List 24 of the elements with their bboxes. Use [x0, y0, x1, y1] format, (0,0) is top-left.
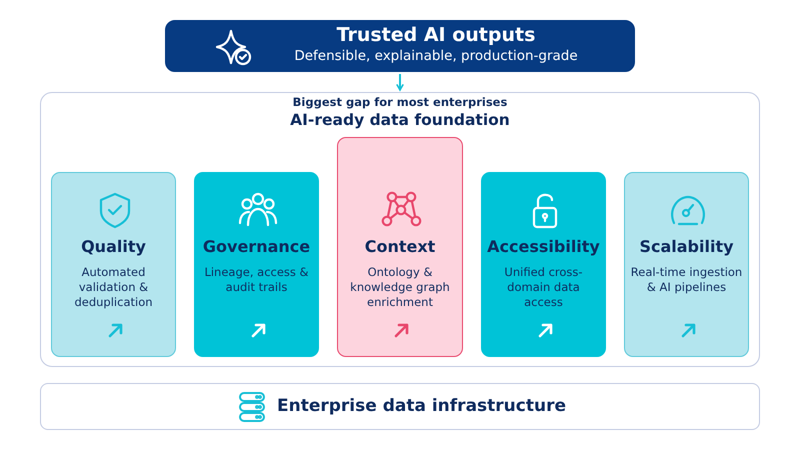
pillar-card [337, 137, 463, 357]
pillar-title: Accessibility [486, 237, 601, 256]
pillar-title: Quality [80, 237, 147, 256]
banner-title: Trusted AI outputs [336, 24, 536, 47]
pillar-description: Real-time ingestion & AI pipelines [630, 265, 744, 295]
pillar-card [51, 172, 176, 357]
panel-subheading: Biggest gap for most enterprises [292, 96, 508, 110]
pillar-description: Ontology & knowledge graph enrichment [349, 265, 451, 310]
pillar-card [624, 172, 749, 357]
panel-heading: AI-ready data foundation [289, 111, 511, 130]
banner-subtitle: Defensible, explainable, production-grade [293, 48, 579, 64]
infrastructure-label: Enterprise data infrastructure [277, 396, 567, 416]
pillar-description: Lineage, access & audit trails [203, 265, 310, 295]
pillar-title: Governance [202, 237, 312, 256]
foundation-panel [40, 92, 760, 367]
pillar-title: Scalability [638, 237, 735, 256]
pillar-card [194, 172, 319, 357]
pillar-description: Unified cross-domain data access [503, 265, 584, 310]
output-banner [165, 20, 635, 72]
pillar-card [481, 172, 606, 357]
infrastructure-bar [40, 383, 760, 430]
pillar-description: Automated validation & deduplication [73, 265, 154, 310]
connector-arrow [396, 74, 404, 91]
pillar-title: Context [364, 237, 436, 256]
